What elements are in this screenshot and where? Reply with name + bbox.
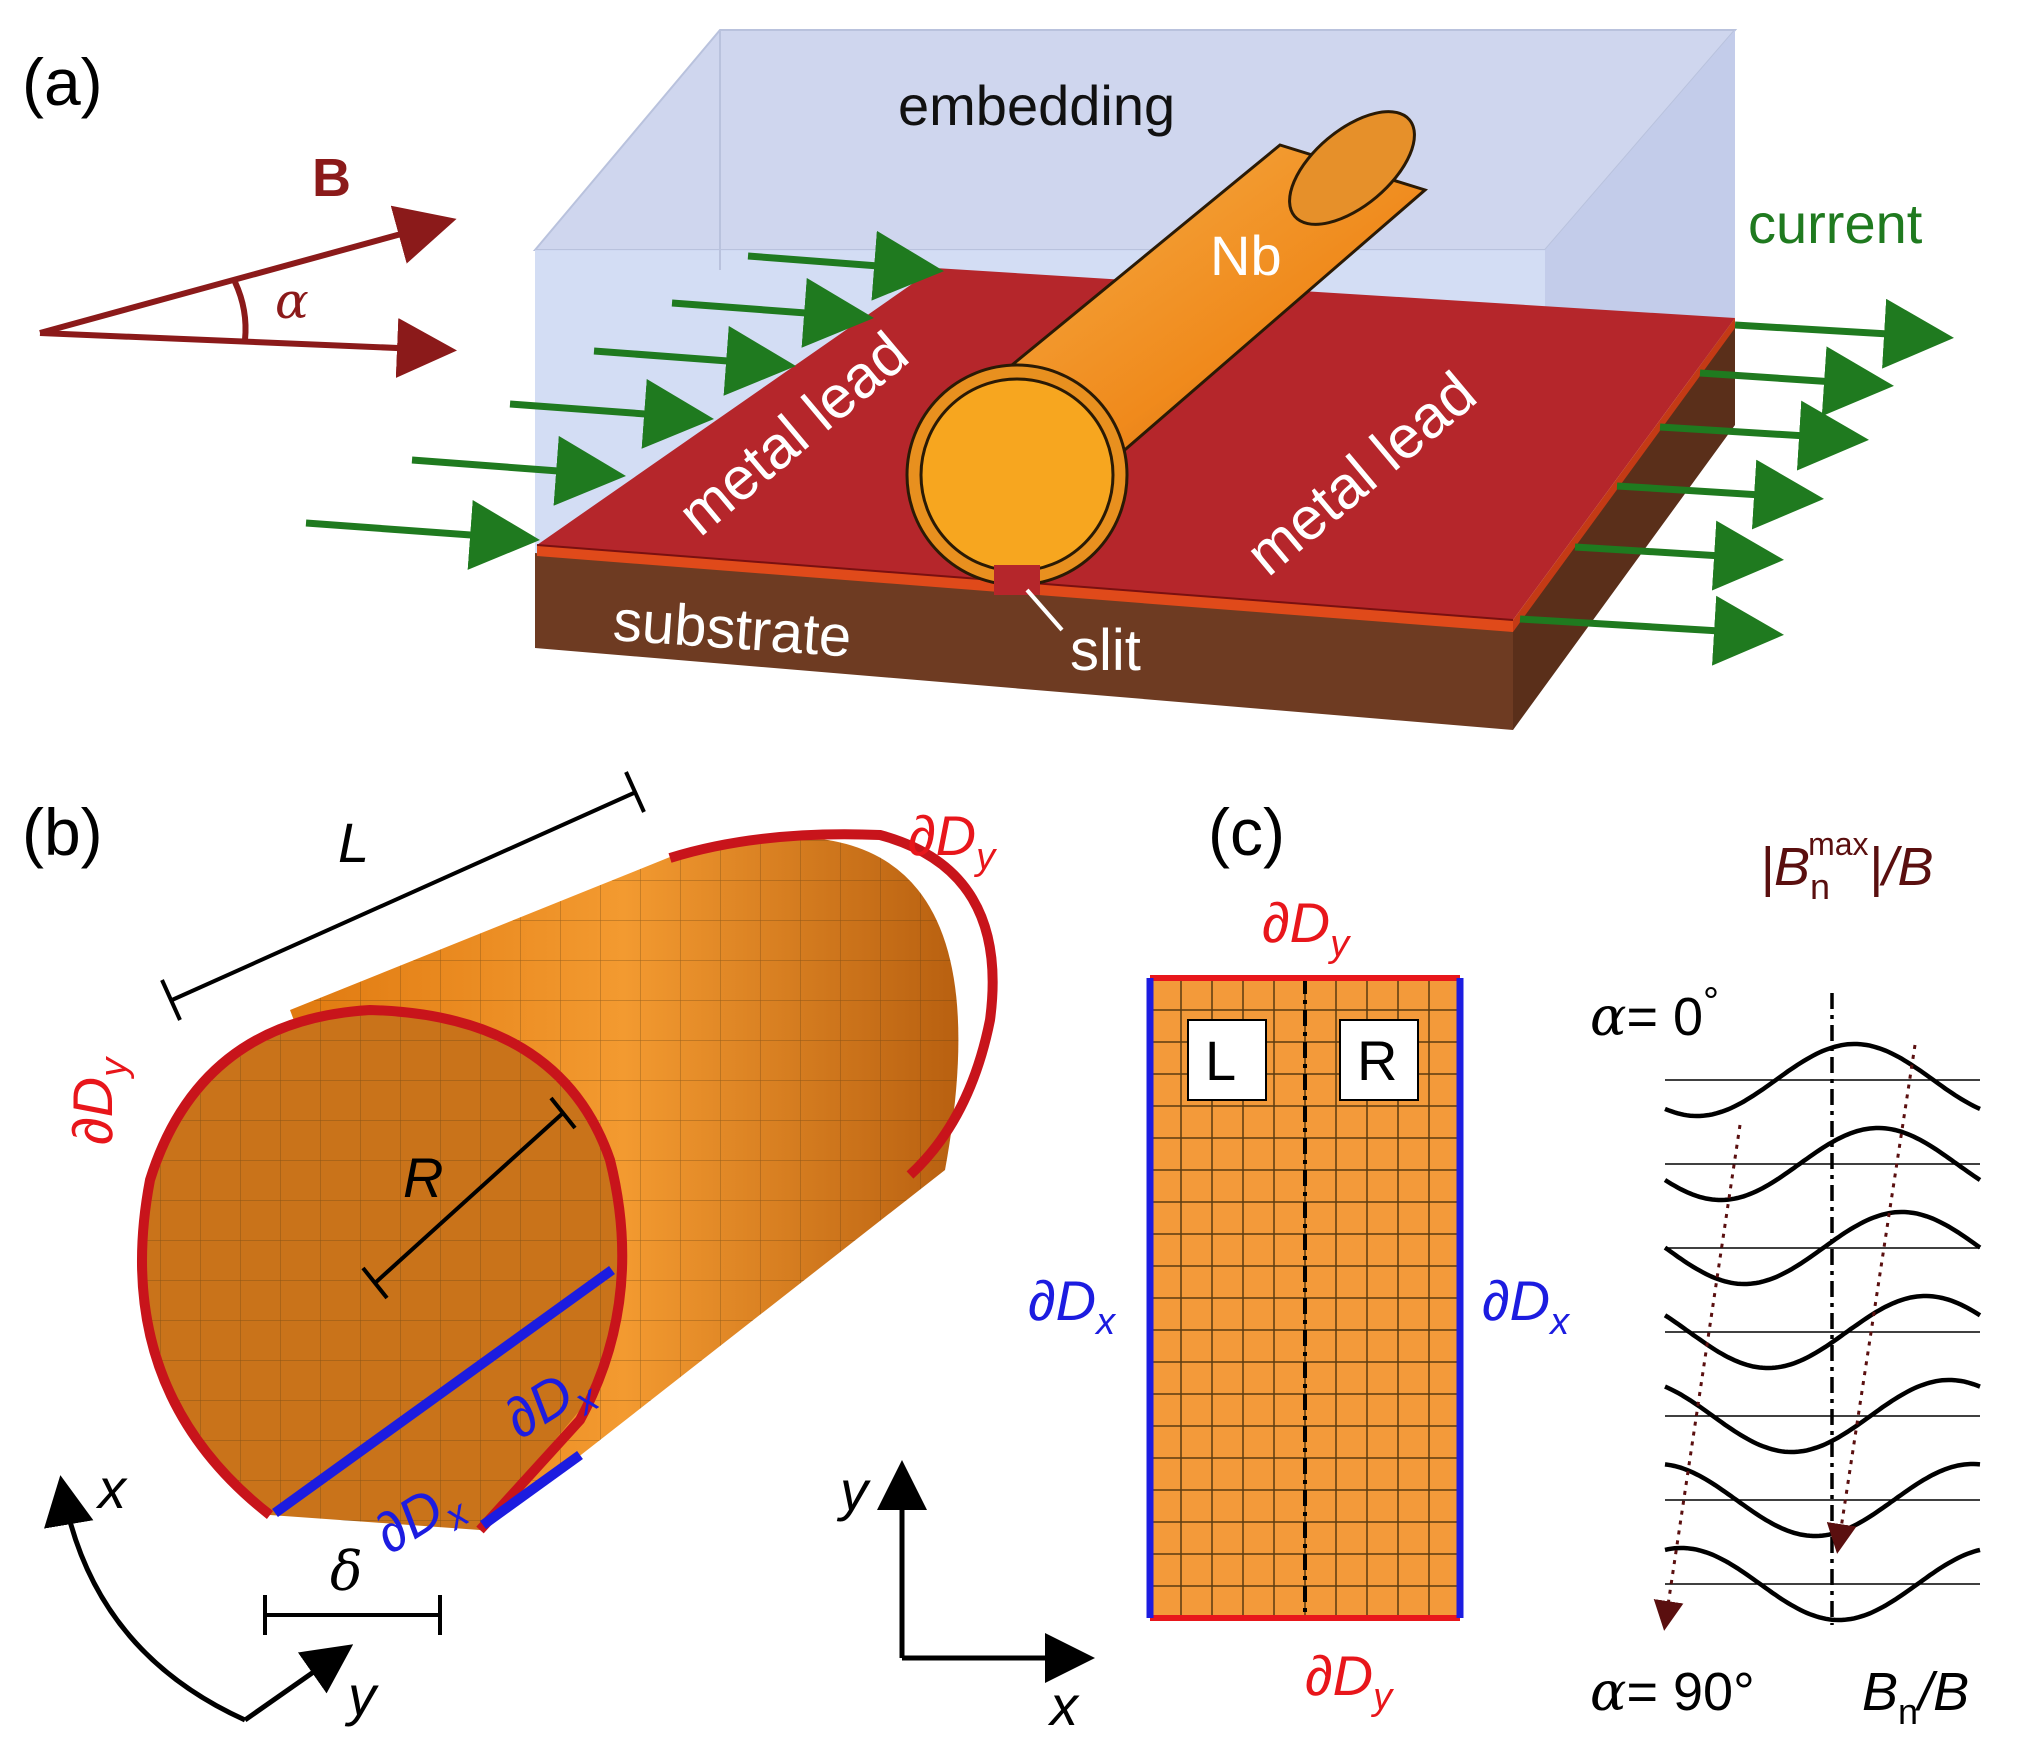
alpha-start-label: α= 0° — [1590, 980, 1719, 1048]
half-left-box — [1187, 1019, 1267, 1101]
profile-title-main: |B — [1760, 837, 1810, 897]
slit-pointer — [1025, 588, 1064, 632]
profile-title: |Bn max|/B — [1760, 826, 1934, 907]
profile-curves — [1663, 1041, 1982, 1623]
profile-title-sup: max — [1808, 826, 1868, 862]
radius-label: R — [403, 1146, 443, 1209]
panel-a-label: (a) — [22, 45, 103, 119]
boundary-top-label: ∂Dy — [1262, 891, 1351, 965]
panel-c-label: (c) — [1208, 795, 1285, 869]
alpha-end-val: = 90° — [1626, 1662, 1754, 1722]
axes-b — [44, 1475, 354, 1723]
tube-b — [137, 829, 998, 1534]
boundary-bottom-label: ∂Dy — [1305, 1644, 1394, 1718]
field-label: B — [312, 148, 351, 208]
boundary-y-left-sub: y — [93, 1056, 135, 1080]
profile-xaxis-main: B — [1862, 1662, 1898, 1722]
nb-tube: Nb — [905, 110, 1429, 595]
axes-c — [877, 1460, 1095, 1683]
boundary-left-sub: x — [1094, 1301, 1117, 1343]
angle-label: α — [275, 272, 309, 330]
maximum-trace-arrow — [1826, 1044, 1917, 1554]
axis-c-y: y — [836, 1459, 871, 1522]
boundary-y-left-main: ∂D — [61, 1077, 124, 1145]
minimum-trace-arrow — [1653, 1124, 1742, 1631]
profile-curve — [1663, 1293, 1982, 1371]
profile-curve — [1663, 1209, 1982, 1287]
boundary-right-sub: x — [1548, 1301, 1571, 1343]
boundary-x-edge-2 — [480, 1450, 583, 1530]
boundary-y-arc-back — [668, 829, 998, 1179]
current-label: current — [1748, 192, 1923, 255]
boundary-bottom-main: ∂D — [1305, 1644, 1373, 1707]
slit-label: slit — [1070, 618, 1141, 683]
boundary-right-main: ∂D — [1482, 1269, 1550, 1332]
half-right-label: R — [1357, 1029, 1397, 1092]
field-reference-arrow — [39, 318, 457, 378]
boundary-y-top-sub: y — [973, 836, 997, 878]
radius-bar — [361, 1096, 577, 1300]
boundary-y-arc-front — [137, 1004, 628, 1534]
profile-curve — [1663, 1125, 1982, 1203]
boundary-y-top-main: ∂D — [908, 804, 976, 867]
current-arrows-out — [1519, 298, 1954, 666]
unfolded-domain: L R — [1146, 975, 1464, 1621]
profile-curve — [1664, 1461, 1981, 1539]
axis-c-x: x — [1047, 1674, 1080, 1737]
half-left-label: L — [1205, 1029, 1236, 1092]
panel-b-label: (b) — [22, 795, 103, 869]
gap-bar — [263, 1595, 442, 1635]
alpha-start-val: = 0 — [1626, 987, 1703, 1047]
axis-b-y: y — [344, 1664, 379, 1727]
boundary-right-label: ∂Dx — [1482, 1269, 1571, 1343]
profile-curve — [1664, 1377, 1981, 1455]
field-arrow — [39, 205, 457, 336]
profile-title-tail: |/B — [1869, 837, 1934, 897]
axis-b-x: x — [95, 1457, 128, 1520]
boundary-top-sub: y — [1327, 923, 1351, 965]
length-bar — [160, 771, 646, 1021]
boundary-bottom-sub: y — [1370, 1676, 1394, 1718]
angle-arc — [232, 280, 249, 341]
profile-curve — [1664, 1041, 1981, 1119]
gap-label: δ — [330, 1540, 363, 1603]
profile-xaxis-sub: n — [1898, 1691, 1918, 1732]
current-arrows-in — [305, 230, 944, 570]
profile-curve — [1664, 1545, 1981, 1623]
profile-title-sub: n — [1810, 866, 1830, 907]
alpha-end-sym: α — [1590, 1660, 1626, 1723]
length-label: L — [338, 811, 369, 874]
boundary-y-left-label: ∂Dy — [61, 1056, 135, 1145]
profile-xaxis-label: Bn/B — [1862, 1662, 1969, 1732]
boundary-top-main: ∂D — [1262, 891, 1330, 954]
half-right-box — [1339, 1019, 1419, 1101]
alpha-end-label: α= 90° — [1590, 1660, 1755, 1723]
boundary-x-edge-1 — [272, 1265, 615, 1518]
alpha-start-sym: α — [1590, 985, 1626, 1048]
boundary-left-label: ∂Dx — [1028, 1269, 1117, 1343]
boundary-y-top-label: ∂Dy — [908, 804, 997, 878]
alpha-start-deg: ° — [1703, 980, 1719, 1024]
boundary-left-main: ∂D — [1028, 1269, 1096, 1332]
embedding-label: embedding — [898, 74, 1175, 137]
tube-label: Nb — [1210, 224, 1282, 287]
field-vector-diagram: B α — [39, 148, 457, 378]
profile-xaxis-tail: /B — [1914, 1662, 1969, 1722]
